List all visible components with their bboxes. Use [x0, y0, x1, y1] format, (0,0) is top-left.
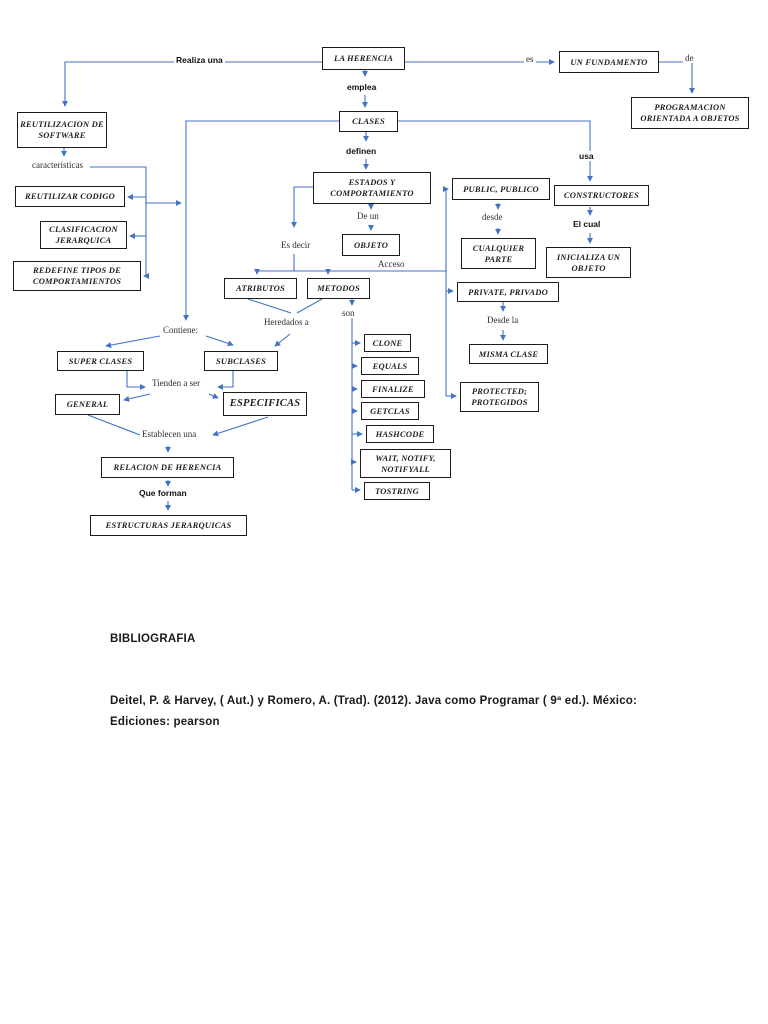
node-atributos: ATRIBUTOS: [224, 278, 297, 299]
bibliography-line-2: Ediciones: pearson: [110, 716, 220, 728]
edge-label-acceso: Acceso: [376, 259, 407, 269]
edge-label-usa: usa: [577, 151, 596, 161]
node-estructuras-jerarquicas: ESTRUCTURAS JERARQUICAS: [90, 515, 247, 536]
bibliography-heading: BIBLIOGRAFIA: [110, 633, 196, 645]
node-public-publico: PUBLIC, PUBLICO: [452, 178, 550, 200]
node-la-herencia: LA HERENCIA: [322, 47, 405, 70]
edge-label-de: de: [683, 53, 696, 63]
node-redefine-tipos: REDEFINE TIPOS DE COMPORTAMIENTOS: [13, 261, 141, 291]
node-objeto: OBJETO: [342, 234, 400, 256]
edge-label-contiene: Contiene:: [161, 325, 200, 335]
node-wait-notify: WAIT, NOTIFY, NOTIFYALL: [360, 449, 451, 478]
edge-label-desde-la: Desde la: [485, 315, 521, 325]
node-super-clases: SUPER CLASES: [57, 351, 144, 371]
node-reutilizar-codigo: REUTILIZAR CODIGO: [15, 186, 125, 207]
node-clone: CLONE: [364, 334, 411, 352]
node-inicializa-objeto: INICIALIZA UN OBJETO: [546, 247, 631, 278]
node-misma-clase: MISMA CLASE: [469, 344, 548, 364]
node-tostring: TOSTRING: [364, 482, 430, 500]
node-metodos: METODOS: [307, 278, 370, 299]
node-hashcode: HASHCODE: [366, 425, 434, 443]
edge-label-establecen-una: Establecen una: [140, 429, 199, 439]
node-relacion-herencia: RELACION DE HERENCIA: [101, 457, 234, 478]
edge-label-que-forman: Que forman: [137, 488, 189, 498]
node-programacion-oo: PROGRAMACION ORIENTADA A OBJETOS: [631, 97, 749, 129]
edge-label-es-decir: Es decir: [279, 240, 313, 250]
node-un-fundamento: UN FUNDAMENTO: [559, 51, 659, 73]
node-subclases: SUBCLASES: [204, 351, 278, 371]
node-clasificacion-jerarquica: CLASIFICACION JERARQUICA: [40, 221, 127, 249]
edge-label-desde: desde: [480, 212, 505, 222]
node-estados-comportamiento: ESTADOS Y COMPORTAMIENTO: [313, 172, 431, 204]
node-cualquier-parte: CUALQUIER PARTE: [461, 238, 536, 269]
node-getclas: GETCLAS: [361, 402, 419, 420]
edge-label-tienden-a-ser: Tienden a ser: [150, 378, 203, 388]
node-especificas: ESPECIFICAS: [223, 392, 307, 416]
edge-label-es: es: [524, 54, 536, 64]
bibliography-line-1: Deitel, P. & Harvey, ( Aut.) y Romero, A…: [110, 695, 638, 707]
edge-label-de-un: De un: [355, 211, 381, 221]
edge-label-definen: definen: [344, 146, 379, 156]
node-protected-protegidos: PROTECTED; PROTEGIDOS: [460, 382, 539, 412]
edge-label-realiza-una: Realiza una: [174, 55, 225, 65]
node-finalize: FINALIZE: [361, 380, 425, 398]
edge-label-caracteristicas: características: [30, 160, 85, 170]
edge-label-el-cual: El cual: [571, 219, 603, 229]
node-equals: EQUALS: [361, 357, 419, 375]
node-constructores: CONSTRUCTORES: [554, 185, 649, 206]
node-clases: CLASES: [339, 111, 398, 132]
node-general: GENERAL: [55, 394, 120, 415]
edge-label-emplea: emplea: [345, 82, 379, 92]
node-reutilizacion-software: REUTILIZACION DE SOFTWARE: [17, 112, 107, 148]
edge-label-heredados-a: Heredados a: [262, 317, 311, 327]
edge-label-son: son: [340, 308, 357, 318]
node-private-privado: PRIVATE, PRIVADO: [457, 282, 559, 302]
